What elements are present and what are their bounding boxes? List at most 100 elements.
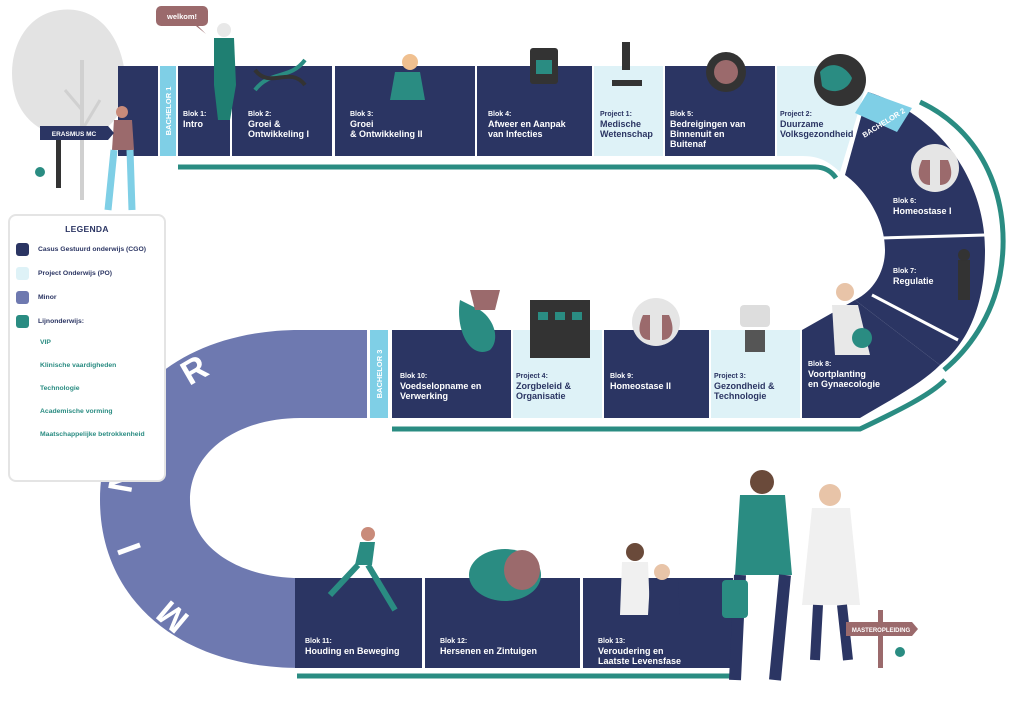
skeleton-icon: [958, 249, 970, 300]
legend-swatch: [16, 242, 29, 256]
legend-label: Lijnonderwijs:: [38, 317, 85, 325]
microscope-icon: [612, 42, 642, 86]
svg-text:Project 4:: Project 4:: [516, 373, 548, 380]
svg-text:Project 3:: Project 3:: [714, 373, 746, 380]
svg-text:Blok 4:: Blok 4:: [488, 111, 511, 118]
svg-text:Houding en Beweging: Houding en Beweging: [305, 646, 400, 656]
bachelor3-bar: [370, 330, 388, 418]
svg-text:Gezondheid &: Gezondheid &: [714, 381, 775, 391]
welcome-bubble: welkom!: [156, 6, 208, 34]
virus-icon: [706, 52, 746, 92]
svg-text:Regulatie: Regulatie: [893, 276, 934, 286]
svg-text:Blok 5:: Blok 5:: [670, 111, 693, 118]
woman-hijab-illustration: [214, 23, 236, 120]
svg-text:Zorgbeleid &: Zorgbeleid &: [516, 381, 572, 391]
robot-icon: [740, 305, 770, 352]
svg-text:Organisatie: Organisatie: [516, 391, 566, 401]
svg-text:Blok 8:: Blok 8:: [808, 361, 831, 368]
svg-text:Hersenen en Zintuigen: Hersenen en Zintuigen: [440, 646, 537, 656]
brain-icon: [469, 549, 541, 601]
svg-text:Blok 6:: Blok 6:: [893, 198, 916, 205]
svg-text:Project 1:: Project 1:: [600, 111, 632, 118]
svg-text:Voortplanting: Voortplanting: [808, 369, 866, 379]
child-illustration: [390, 54, 425, 100]
svg-text:van Infecties: van Infecties: [488, 129, 543, 139]
digestive-icon: [459, 290, 500, 352]
legend-subitem: Maatschappelijke betrokkenheid: [40, 431, 145, 438]
legend-swatch: [16, 314, 29, 328]
graduates-illustration: [722, 470, 860, 681]
svg-text:en Gynaecologie: en Gynaecologie: [808, 379, 880, 389]
svg-text:Groei &: Groei &: [248, 119, 281, 129]
svg-text:Groei: Groei: [350, 119, 374, 129]
svg-text:Binnenuit en: Binnenuit en: [670, 129, 725, 139]
legend: LEGENDA Casus Gestuurd onderwijs (CGO) Pr…: [8, 214, 166, 482]
legend-swatch: [16, 266, 29, 280]
svg-text:Wetenschap: Wetenschap: [600, 129, 653, 139]
doctor-elderly-illustration: [620, 543, 680, 615]
bachelor2-bar: [855, 92, 912, 132]
dna-icon: [253, 58, 307, 92]
svg-text:Verwerking: Verwerking: [400, 391, 448, 401]
teal-line-middle: [392, 378, 947, 432]
svg-text:MASTEROPLEIDING: MASTEROPLEIDING: [852, 628, 911, 634]
student-walking-illustration: [104, 106, 136, 211]
svg-text:Homeostase I: Homeostase I: [893, 206, 952, 216]
svg-text:Blok 3:: Blok 3:: [350, 111, 373, 118]
svg-text:Volksgezondheid: Volksgezondheid: [780, 129, 853, 139]
svg-text:Blok 1:: Blok 1:: [183, 111, 206, 118]
hospital-icon: [530, 300, 590, 358]
svg-text:Medische: Medische: [600, 119, 641, 129]
minor-curve[interactable]: [100, 330, 367, 668]
legend-title: LEGENDA: [65, 224, 109, 234]
teal-line-top: [178, 164, 839, 180]
svg-text:Blok 13:: Blok 13:: [598, 638, 625, 645]
legend-subitem: VIP: [40, 339, 51, 346]
svg-text:Project 2:: Project 2:: [780, 111, 812, 118]
svg-text:ERASMUS MC: ERASMUS MC: [52, 131, 97, 138]
svg-text:Voedselopname en: Voedselopname en: [400, 381, 481, 391]
bachelor3-label: BACHELOR 3: [375, 350, 384, 399]
svg-text:Blok 10:: Blok 10:: [400, 373, 427, 380]
svg-text:Homeostase II: Homeostase II: [610, 381, 671, 391]
svg-text:Blok 9:: Blok 9:: [610, 373, 633, 380]
svg-text:welkom!: welkom!: [166, 12, 197, 21]
blok11-tile[interactable]: [295, 578, 422, 668]
legend-label: Casus Gestuurd onderwijs (CGO): [38, 245, 147, 253]
legend-item: Project Onderwijs (PO): [16, 266, 164, 280]
legend-swatch: [16, 290, 29, 304]
blok2-tile[interactable]: [232, 66, 332, 156]
svg-text:Technologie: Technologie: [714, 391, 766, 401]
block-texts: Blok 1: Intro Blok 2: Groei & Ontwikkeli…: [183, 111, 952, 666]
svg-text:Blok 11:: Blok 11:: [305, 638, 332, 645]
legend-label: Project Onderwijs (PO): [38, 269, 113, 277]
svg-text:Blok 7:: Blok 7:: [893, 268, 916, 275]
svg-text:& Ontwikkeling II: & Ontwikkeling II: [350, 129, 423, 139]
svg-text:Laatste Levensfase: Laatste Levensfase: [598, 656, 681, 666]
erasmus-sign: ERASMUS MC: [35, 126, 114, 188]
svg-text:Intro: Intro: [183, 119, 203, 129]
master-sign: MASTEROPLEIDING: [846, 610, 918, 668]
svg-text:Veroudering en: Veroudering en: [598, 646, 664, 656]
legend-subitem: Academische vorming: [40, 408, 113, 415]
lungs-icon: [911, 144, 959, 192]
legend-subitem: Klinische vaardigheden: [40, 362, 117, 369]
medicine-icon: [530, 48, 558, 84]
svg-text:Bedreigingen van: Bedreigingen van: [670, 119, 746, 129]
globe-icon: [814, 54, 866, 106]
svg-text:Blok 12:: Blok 12:: [440, 638, 467, 645]
svg-text:Ontwikkeling I: Ontwikkeling I: [248, 129, 309, 139]
svg-text:Blok 2:: Blok 2:: [248, 111, 271, 118]
legend-item: Lijnonderwijs:: [16, 314, 164, 328]
svg-text:Afweer en Aanpak: Afweer en Aanpak: [488, 119, 567, 129]
runner-illustration: [327, 527, 398, 612]
legend-item: Casus Gestuurd onderwijs (CGO): [16, 242, 164, 256]
legend-label: Minor: [38, 293, 57, 301]
svg-text:Duurzame: Duurzame: [780, 119, 824, 129]
svg-text:Buitenaf: Buitenaf: [670, 139, 707, 149]
lungs2-icon: [632, 298, 680, 346]
bachelor1-label: BACHELOR 1: [164, 87, 173, 136]
bachelor1-bar: [160, 66, 176, 156]
pregnant-woman-illustration: [832, 283, 872, 355]
